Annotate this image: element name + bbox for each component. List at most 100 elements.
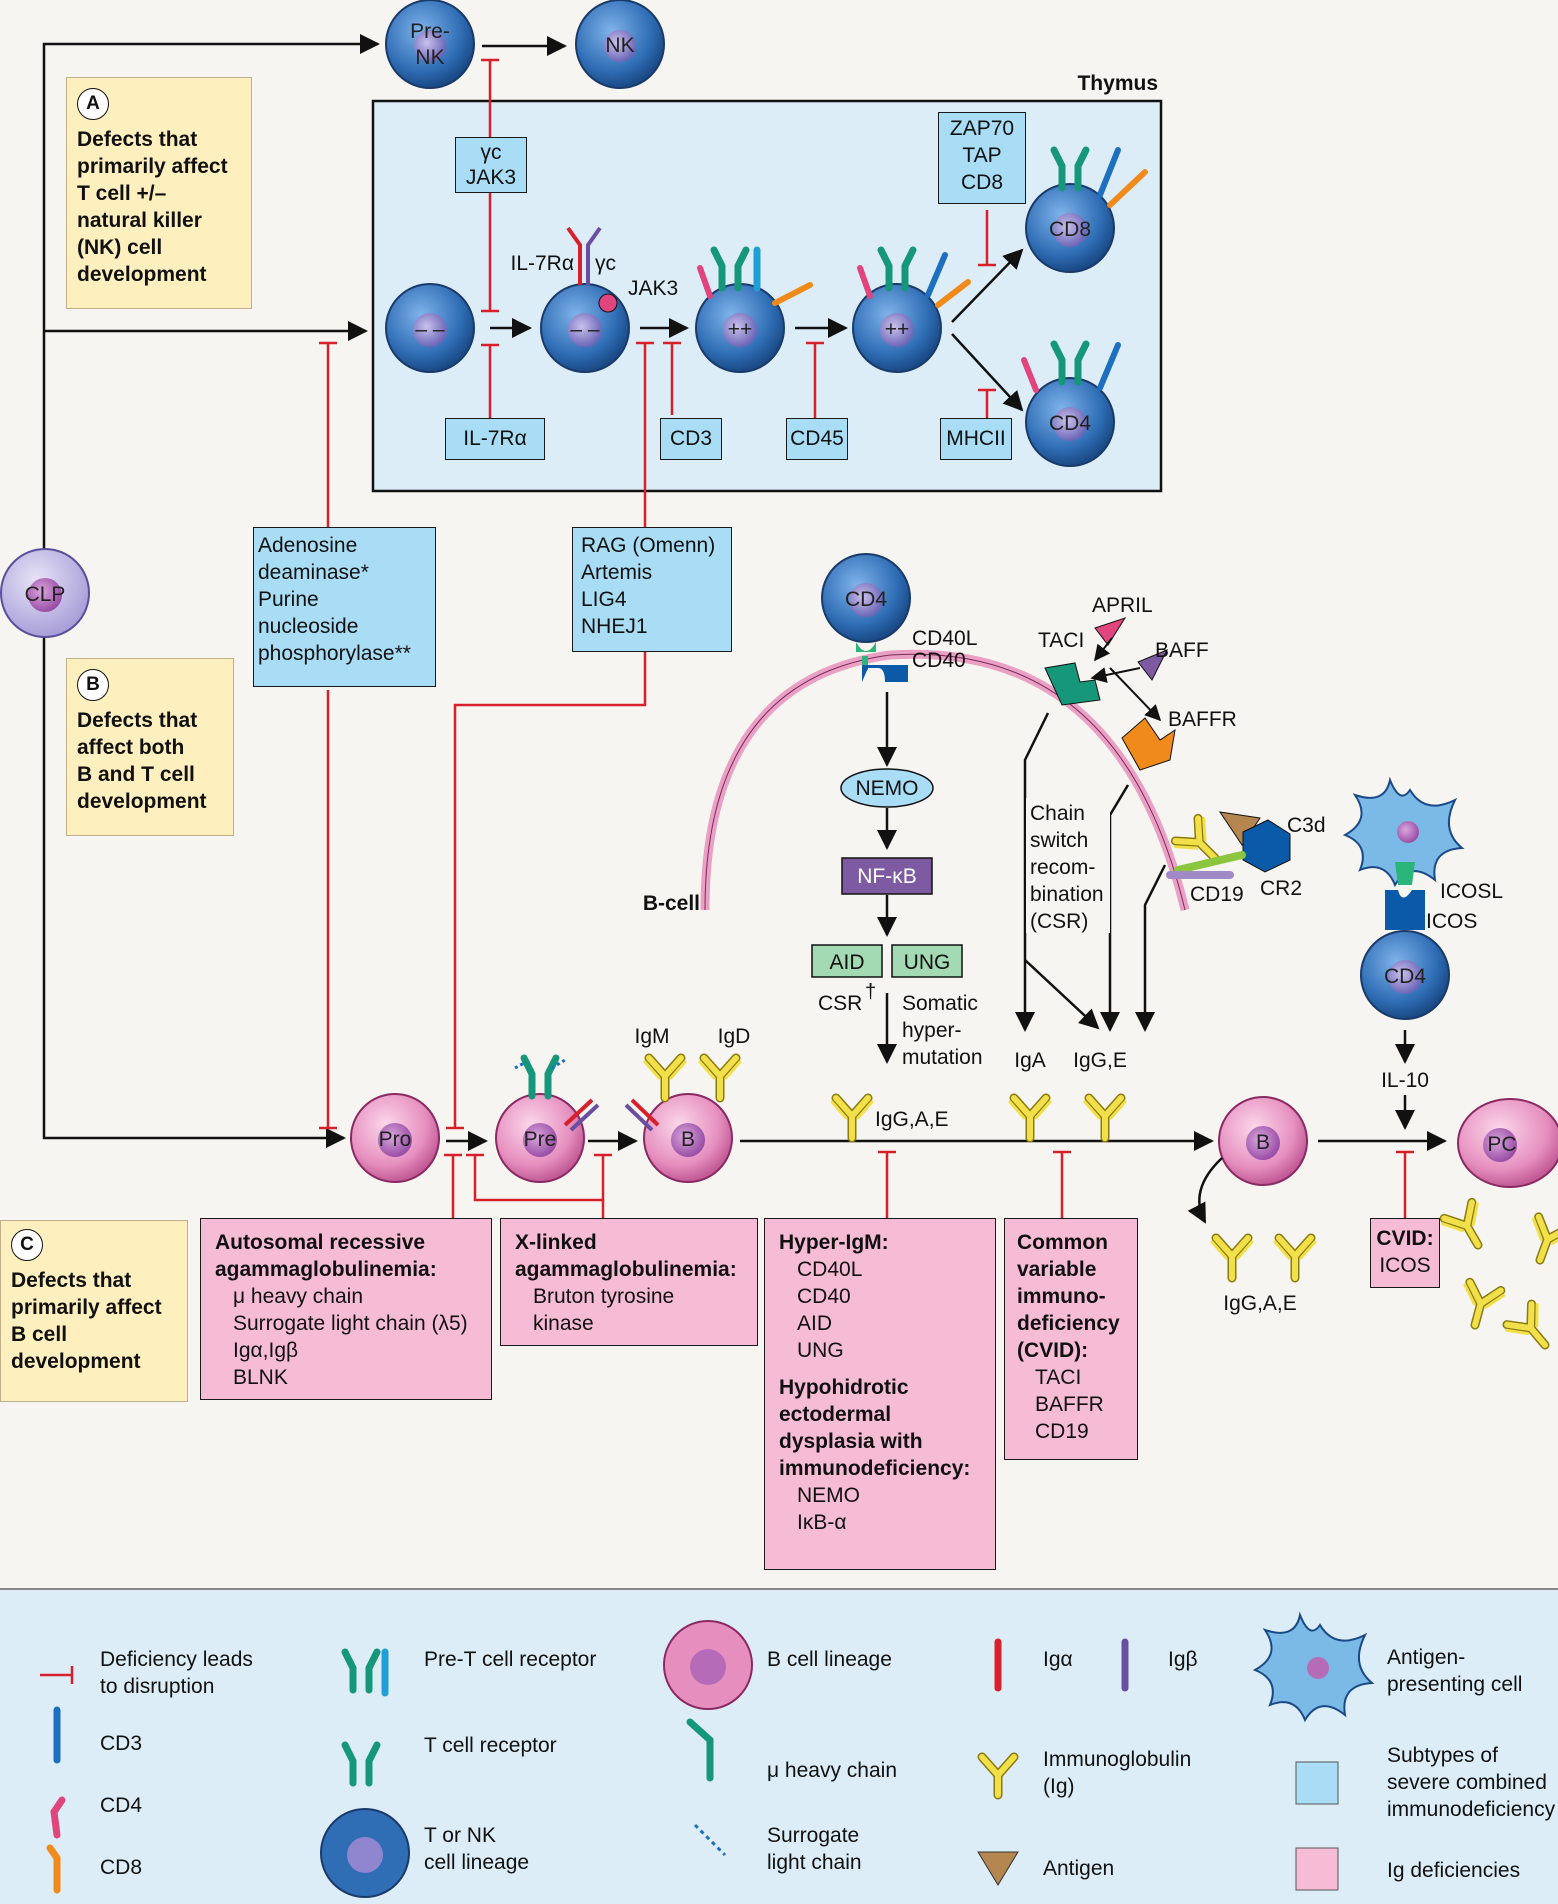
ung-box [891, 944, 963, 978]
il7ra-box: IL-7Rα [445, 418, 545, 460]
legend-b-lineage: B cell lineage [767, 1648, 892, 1671]
clp-to-pro-arrow [42, 627, 346, 1148]
section-a-letter: A [77, 88, 109, 120]
legend-igb: Igβ [1168, 1648, 1198, 1671]
legend-apc: Antigen- presenting cell [1387, 1646, 1523, 1696]
legend-tcr: T cell receptor [424, 1734, 557, 1757]
legend-pre-tcr: Pre-T cell receptor [424, 1648, 597, 1671]
aid-box [811, 944, 883, 978]
legend-cd3: CD3 [100, 1732, 143, 1755]
gc-jak3-box: γc JAK3 [455, 137, 527, 193]
pre-bcr [524, 1058, 556, 1096]
svg-text:IgM: IgM [634, 1025, 669, 1048]
gc-receptor [586, 226, 602, 285]
igd-antibody [700, 1058, 740, 1098]
taci-receptor [1044, 662, 1101, 706]
igge-antibody [1085, 1098, 1125, 1138]
cd45-box: CD45 [786, 418, 848, 460]
iga-antibody [1010, 1098, 1050, 1138]
svg-text:JAK3: JAK3 [628, 277, 678, 300]
c3d-hexagon [1242, 819, 1291, 873]
svg-text:IgA: IgA [1014, 1049, 1046, 1072]
cd40-receptor [862, 665, 908, 682]
svg-text:IgG,E: IgG,E [1073, 1049, 1127, 1072]
svg-text:Pro: Pro [379, 1128, 412, 1151]
svg-text:γc: γc [595, 252, 616, 275]
svg-text:APRIL: APRIL [1092, 594, 1153, 617]
svg-text:Pre: Pre [524, 1128, 557, 1151]
svg-text:PC: PC [1487, 1133, 1516, 1156]
svg-text:CD4: CD4 [1049, 412, 1091, 435]
svg-text:CD19: CD19 [1190, 883, 1244, 906]
svg-text:BAFFR: BAFFR [1168, 708, 1237, 731]
svg-text:CLP: CLP [25, 583, 66, 606]
legend-mu-heavy: μ heavy chain [767, 1759, 898, 1782]
legend-iga: Igα [1043, 1648, 1073, 1671]
svg-text:B: B [1256, 1131, 1270, 1154]
svg-text:NK: NK [415, 46, 444, 69]
svg-text:AID: AID [829, 951, 864, 974]
legend-cd8: CD8 [100, 1856, 143, 1879]
rag-artemis-box: RAG (Omenn) Artemis LIG4 NHEJ1 [572, 527, 732, 652]
legend-t-nk: T or NK cell lineage [424, 1824, 530, 1874]
svg-text:Pre-: Pre- [410, 20, 450, 43]
il7ra-receptor [566, 226, 582, 285]
legend-surrogate: Surrogate light chain [767, 1824, 862, 1874]
jak3-dot [598, 293, 618, 313]
pre-nk-nucleus [414, 30, 446, 62]
igm-antibody [645, 1058, 685, 1098]
svg-text:Somatic: Somatic [902, 992, 978, 1015]
svg-text:†: † [865, 981, 876, 1003]
cr2-receptor [1174, 851, 1246, 874]
nfkb-box [841, 857, 933, 895]
april-ligand [1094, 617, 1127, 646]
section-a-box: A Defects that primarily affect T cell +… [66, 77, 252, 309]
svg-text:Chain: Chain [1030, 802, 1085, 825]
svg-text:ICOSL: ICOSL [1440, 880, 1503, 903]
svg-text:B-cell: B-cell [643, 892, 700, 915]
svg-text:UNG: UNG [904, 951, 951, 974]
svg-text:C3d: C3d [1287, 814, 1326, 837]
cd3-box: CD3 [660, 418, 722, 460]
legend-ig-deficiencies: Ig deficiencies [1387, 1859, 1521, 1882]
section-c-box: C Defects that primarily affect B cell d… [0, 1220, 188, 1402]
svg-text:CSR: CSR [818, 992, 862, 1015]
svg-text:CD4: CD4 [1384, 965, 1426, 988]
svg-text:NF-κB: NF-κB [857, 865, 917, 888]
svg-text:(CSR): (CSR) [1030, 910, 1088, 933]
svg-text:hyper-: hyper- [902, 1019, 962, 1042]
svg-text:– –: – – [570, 318, 600, 341]
zap70-tap-cd8-box: ZAP70 TAP CD8 [938, 112, 1026, 204]
svg-text:CR2: CR2 [1260, 877, 1302, 900]
svg-text:ICOS: ICOS [1426, 910, 1477, 933]
svg-text:BAFF: BAFF [1155, 639, 1209, 662]
icos-receptor [1385, 890, 1425, 930]
svg-text:++: ++ [728, 318, 753, 341]
legend-scid: Subtypes of severe combined immunodefici… [1387, 1744, 1556, 1821]
svg-text:IgD: IgD [718, 1025, 751, 1048]
svg-text:mutation: mutation [902, 1046, 983, 1069]
legend-cd4: CD4 [100, 1794, 143, 1817]
mhcii-box: MHCII [940, 418, 1012, 460]
legend-deficiency: Deficiency leads to disruption [100, 1648, 253, 1698]
section-c-letter: C [11, 1229, 43, 1261]
svg-text:CD40L: CD40L [912, 627, 977, 650]
cvid-icos-box: CVID: ICOS [1370, 1218, 1440, 1288]
svg-text:TACI: TACI [1038, 629, 1084, 652]
svg-text:IgG,A,E: IgG,A,E [875, 1108, 949, 1131]
svg-text:NEMO: NEMO [856, 777, 919, 800]
svg-text:CD40: CD40 [912, 649, 966, 672]
svg-text:bination: bination [1030, 883, 1104, 906]
svg-text:CD8: CD8 [1049, 218, 1091, 241]
svg-text:recom-: recom- [1030, 856, 1095, 879]
nk-label: NK [605, 34, 634, 57]
igg-a-e-antibody [832, 1098, 872, 1138]
cvid-box: Common variable immuno- deficiency (CVID… [1004, 1218, 1138, 1460]
svg-text:IL-10: IL-10 [1381, 1069, 1429, 1092]
legend-antigen: Antigen [1043, 1857, 1115, 1880]
ada-pnp-box: Adenosine deaminase* Purine nucleoside p… [253, 527, 436, 687]
legend-ig: Immunoglobulin (Ig) [1043, 1748, 1192, 1798]
section-b-letter: B [77, 669, 109, 701]
